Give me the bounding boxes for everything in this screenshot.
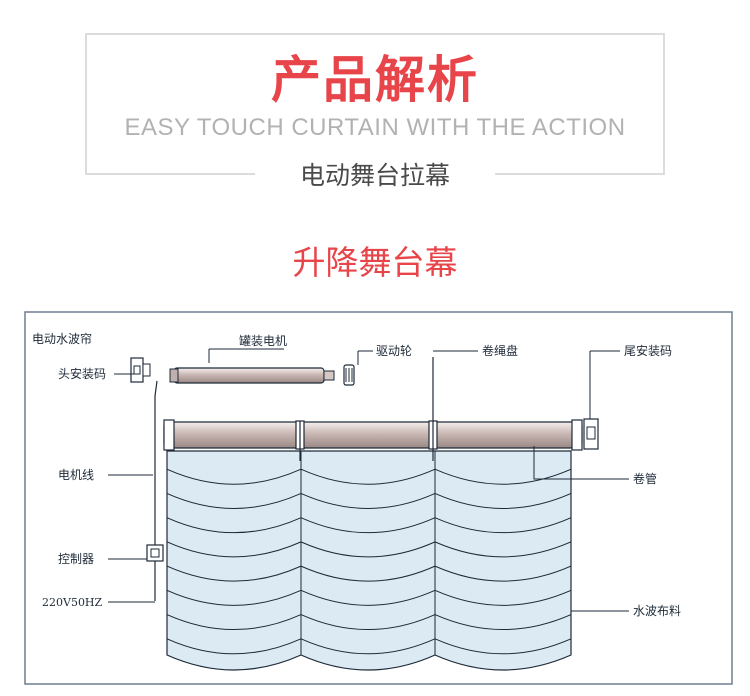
drive-wheel [343,364,355,386]
fabric-scallop-row [167,517,571,534]
drive-wheel-label: 驱动轮 [376,344,412,358]
tubular-motor-label: 罐装电机 [239,334,287,348]
page-title-english: EASY TOUCH CURTAIN WITH THE ACTION [124,114,626,141]
fabric-scallop-row [167,614,571,631]
roller-tube-label: 卷管 [633,471,657,486]
wave-fabric [166,450,572,671]
diagram-title: 电动水波帘 [32,331,92,346]
tail-mount-bracket [583,418,599,450]
head-mount-bracket [130,357,151,383]
leader-lines [108,348,629,612]
curtain-diagram: 电动水波帘 头安装码 罐装电机 驱动轮 卷绳盘 尾安装码 电机线 卷管 控制器 … [24,311,733,685]
fabric-scallop-row [167,492,571,509]
fabric-scallop-row [167,468,571,485]
controller-box [146,544,164,562]
roller-tube [163,419,583,451]
rope-reel-label: 卷绳盘 [482,343,518,358]
page-title: 产品解析 [271,51,479,109]
fabric-scallop-row [167,589,571,606]
tubular-motor [169,367,335,384]
fabric-scallop-row [167,541,571,558]
controller-label: 控制器 [58,552,94,566]
tail-mount-label: 尾安装码 [624,343,672,358]
wave-fabric-label: 水波布料 [633,604,681,618]
page-subtitle: 电动舞台拉幕 [255,156,495,196]
fabric-scallop-row [167,638,571,655]
rope-reels [299,357,434,461]
section-title: 升降舞台幕 [292,243,458,282]
power-supply-label: 220V50HZ [42,596,103,609]
curtain-diagram-svg: 电动水波帘 头安装码 罐装电机 驱动轮 卷绳盘 尾安装码 电机线 卷管 控制器 … [24,311,733,685]
motor-cable-label: 电机线 [58,468,94,482]
head-mount-label: 头安装码 [58,366,106,381]
fabric-scallop-row [167,565,571,582]
